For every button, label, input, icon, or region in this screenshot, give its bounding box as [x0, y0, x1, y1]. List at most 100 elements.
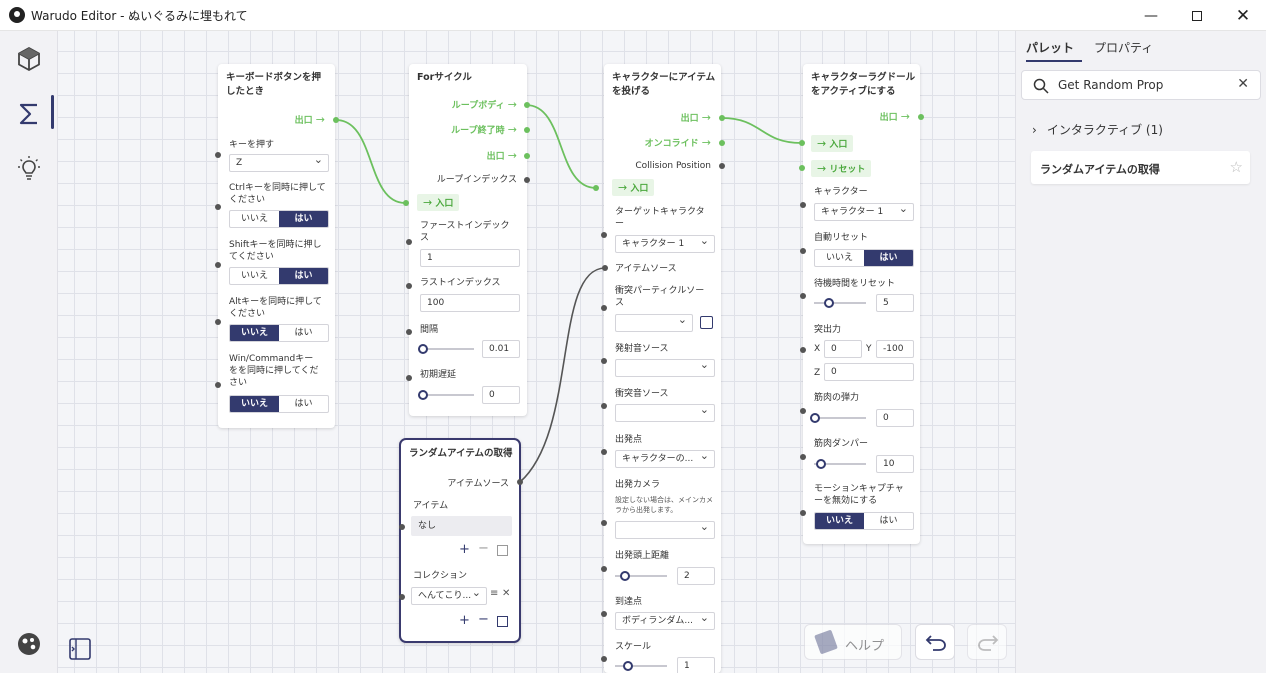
- exit-port[interactable]: 出口 →: [681, 112, 711, 125]
- tab-palette[interactable]: パレット: [1026, 41, 1075, 55]
- launch-sound-dot[interactable]: [601, 358, 607, 364]
- force-x-field[interactable]: 0: [824, 340, 862, 358]
- scale-field[interactable]: 1: [677, 657, 715, 673]
- no-option[interactable]: いいえ: [825, 253, 853, 263]
- close-window-button[interactable]: ✕: [1235, 5, 1251, 26]
- target-select[interactable]: キャラクター 1: [615, 233, 715, 253]
- height-field[interactable]: 2: [677, 567, 715, 585]
- exit-port[interactable]: 出口 →: [487, 150, 517, 163]
- alt-toggle[interactable]: いいえ はい: [229, 324, 329, 342]
- no-option[interactable]: いいえ: [815, 513, 864, 529]
- for-exit-dot[interactable]: [524, 153, 530, 159]
- add-icon[interactable]: +: [459, 542, 470, 557]
- character-select[interactable]: キャラクター 1: [814, 201, 914, 221]
- redo-button[interactable]: [967, 624, 1007, 660]
- particle-select[interactable]: [615, 312, 693, 332]
- scale-dot[interactable]: [601, 656, 607, 662]
- undo-button[interactable]: [915, 624, 955, 660]
- clear-icon[interactable]: ✕: [502, 588, 511, 599]
- yes-option[interactable]: はい: [294, 328, 313, 338]
- help-button[interactable]: ヘルプ: [804, 624, 902, 660]
- on-collide-dot[interactable]: [719, 140, 725, 146]
- keyboard-exit-dot[interactable]: [333, 117, 339, 123]
- initial-delay-slider[interactable]: [418, 390, 474, 400]
- throw-prop-node[interactable]: キャラクターにアイテムを投げる 出口 → オンコライド → Collision …: [604, 64, 721, 673]
- auto-reset-toggle[interactable]: いいえ はい: [814, 249, 914, 267]
- scale-slider[interactable]: [615, 661, 667, 671]
- loop-end-dot[interactable]: [524, 127, 530, 133]
- minimize-button[interactable]: —: [1144, 7, 1158, 24]
- on-collide-port[interactable]: オンコライド →: [645, 137, 711, 150]
- camera-select[interactable]: [615, 519, 715, 539]
- interval-slider[interactable]: [418, 344, 474, 354]
- reset-port[interactable]: → リセット: [811, 160, 872, 177]
- ctrl-toggle[interactable]: いいえ はい: [229, 210, 329, 228]
- loop-index-dot[interactable]: [524, 177, 530, 183]
- damper-slider[interactable]: [814, 459, 866, 469]
- launch-sound-select[interactable]: [615, 357, 715, 377]
- collision-position-dot[interactable]: [719, 163, 725, 169]
- ragdoll-enter-dot[interactable]: [799, 140, 805, 146]
- force-z-field[interactable]: 0: [824, 363, 914, 381]
- throw-exit-dot[interactable]: [719, 115, 725, 121]
- ragdoll-exit-dot[interactable]: [918, 114, 924, 120]
- palette-item-get-random-prop[interactable]: ランダムアイテムの取得 ☆: [1031, 151, 1250, 184]
- damper-field[interactable]: 10: [876, 455, 914, 473]
- ragdoll-reset-dot[interactable]: [799, 165, 805, 171]
- activate-ragdoll-node[interactable]: キャラクターラグドールをアクティブにする 出口 → → 入口 → リセット キャ…: [803, 64, 920, 544]
- image-picker-icon[interactable]: [700, 316, 713, 329]
- collection-select[interactable]: へんてこり...: [411, 585, 487, 605]
- item-source-in-dot[interactable]: [602, 265, 608, 271]
- yes-option[interactable]: はい: [294, 399, 313, 409]
- first-index-dot[interactable]: [406, 239, 412, 245]
- impact-sound-dot[interactable]: [601, 403, 607, 409]
- win-toggle[interactable]: いいえはい: [229, 395, 329, 413]
- lightbulb-icon[interactable]: [14, 154, 44, 184]
- elasticity-slider[interactable]: [810, 413, 866, 423]
- damper-dot[interactable]: [800, 454, 806, 460]
- palette-search-input[interactable]: Get Random Prop ✕: [1021, 70, 1261, 100]
- loop-body-port[interactable]: ループボディ →: [452, 99, 517, 112]
- blueprint-sigma-icon[interactable]: [14, 99, 44, 129]
- key-select[interactable]: Z: [229, 152, 329, 172]
- win-input-dot[interactable]: [215, 382, 221, 388]
- mocap-dot[interactable]: [800, 510, 806, 516]
- elasticity-field[interactable]: 0: [876, 409, 914, 427]
- camera-dot[interactable]: [601, 520, 607, 526]
- grid-edit-icon[interactable]: [497, 616, 508, 627]
- no-option[interactable]: いいえ: [240, 214, 268, 224]
- blueprint-canvas[interactable]: キーボードボタンを押したとき 出口 → キーを押す Z Ctrlキーを同時に押し…: [58, 31, 1015, 673]
- item-source-port[interactable]: アイテムソース: [447, 479, 509, 489]
- first-index-field[interactable]: 1: [420, 249, 520, 267]
- remove-icon[interactable]: −: [478, 541, 489, 556]
- origin-dot[interactable]: [601, 449, 607, 455]
- exit-port[interactable]: 出口 →: [880, 111, 910, 124]
- exit-port[interactable]: 出口 →: [295, 114, 325, 127]
- no-option[interactable]: いいえ: [230, 325, 279, 341]
- loop-end-port[interactable]: ループ終了時 →: [451, 124, 517, 137]
- yes-option[interactable]: はい: [864, 250, 913, 266]
- toggle-panel-icon[interactable]: [68, 637, 92, 661]
- shift-toggle[interactable]: いいえはい: [229, 267, 329, 285]
- for-loop-node[interactable]: Forサイクル ループボディ → ループ終了時 → 出口 → ループインデックス…: [409, 64, 527, 416]
- reset-time-field[interactable]: 5: [876, 294, 914, 312]
- loop-index-port[interactable]: ループインデックス: [436, 175, 517, 185]
- elasticity-dot[interactable]: [800, 408, 806, 414]
- reset-time-slider[interactable]: [814, 298, 866, 308]
- last-index-dot[interactable]: [406, 283, 412, 289]
- item-in-dot[interactable]: [399, 524, 405, 530]
- get-random-prop-node[interactable]: ランダムアイテムの取得 アイテムソース アイテム なし + − コレクション へ…: [399, 438, 521, 643]
- grid-edit-icon[interactable]: [497, 545, 508, 556]
- item-field[interactable]: なし: [411, 516, 512, 536]
- enter-port[interactable]: → 入口: [417, 194, 460, 211]
- throw-enter-dot[interactable]: [593, 185, 599, 191]
- force-dot[interactable]: [800, 347, 806, 353]
- collision-position-port[interactable]: Collision Position: [635, 161, 711, 171]
- force-y-field[interactable]: -100: [876, 340, 914, 358]
- key-input-dot[interactable]: [215, 152, 221, 158]
- item-source-out-dot[interactable]: [517, 479, 523, 485]
- warudo-settings-icon[interactable]: [14, 629, 44, 659]
- yes-option[interactable]: はい: [879, 516, 898, 526]
- remove-icon[interactable]: −: [478, 612, 489, 627]
- yes-option[interactable]: はい: [279, 211, 328, 227]
